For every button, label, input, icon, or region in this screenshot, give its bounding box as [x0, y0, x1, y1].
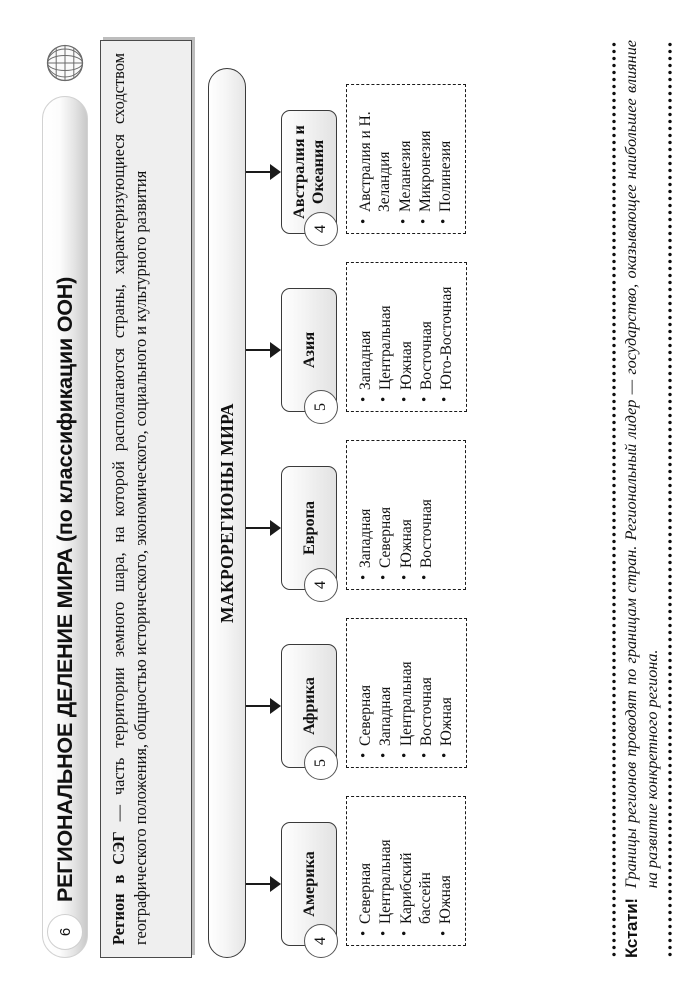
page-title: РЕГИОНАЛЬНОЕ ДЕЛЕНИЕ МИРА (по классифика…	[52, 276, 77, 902]
arrow-icon	[270, 342, 281, 358]
connector-stem	[246, 526, 272, 529]
branch-sublist: Австралия и Н. Зеландия Меланезия Микрон…	[346, 84, 467, 234]
list-item: Юго-Восточная	[437, 268, 456, 402]
list-item: Центральная	[397, 624, 416, 758]
list-item: Австралия и Н. Зеландия	[356, 90, 395, 224]
branch-label: Азия	[299, 331, 318, 369]
definition-box: Регион в СЭГ — часть территории земного …	[100, 40, 192, 958]
branch-evropa: Европа 4 Западная Северная Южная Восточн…	[246, 424, 608, 602]
page-number: 6	[47, 914, 83, 950]
list-item: Северная	[376, 446, 395, 580]
arrow-icon	[270, 164, 281, 180]
list-item: Карибский бассейн	[397, 802, 436, 936]
branch-label: Европа	[299, 500, 318, 556]
definition-text: — часть территории земного шара, на кото…	[109, 53, 151, 945]
connector-stem	[246, 704, 272, 707]
list-item: Западная	[376, 624, 395, 758]
branch-count-badge: 4	[304, 568, 338, 602]
branch-count-badge: 4	[304, 212, 338, 246]
list-item: Полинезия	[436, 90, 455, 224]
list-item: Южная	[436, 802, 455, 936]
arrow-icon	[270, 520, 281, 536]
definition-term: Регион в СЭГ	[109, 831, 128, 945]
branch-count-badge: 4	[304, 924, 338, 958]
dotted-divider-bottom	[668, 40, 673, 958]
branch-afrika: Африка 5 Северная Западная Центральная В…	[246, 602, 608, 780]
branch-sublist: Западная Центральная Южная Восточная Юго…	[346, 262, 468, 412]
footnote-body: Кстати! Границы регионов проводят по гра…	[616, 40, 668, 958]
branch-count-badge: 5	[304, 390, 338, 424]
list-item: Восточная	[417, 268, 436, 402]
footnote-title: Кстати!	[622, 898, 641, 958]
page-header: 6 РЕГИОНАЛЬНОЕ ДЕЛЕНИЕ МИРА (по классифи…	[42, 40, 88, 958]
diagram-branches: Америка 4 Северная Центральная Карибский…	[246, 68, 608, 958]
branch-amerika: Америка 4 Северная Центральная Карибский…	[246, 780, 608, 958]
arrow-icon	[270, 698, 281, 714]
list-item: Восточная	[417, 446, 436, 580]
diagram-title: МАКРОРЕГИОНЫ МИРА	[216, 403, 237, 623]
branch-sublist: Западная Северная Южная Восточная	[346, 440, 466, 590]
branch-count-badge: 5	[304, 746, 338, 780]
list-item: Северная	[356, 624, 375, 758]
branch-sublist: Северная Центральная Карибский бассейн Ю…	[346, 796, 467, 946]
list-item: Западная	[356, 446, 375, 580]
list-item: Южная	[397, 446, 416, 580]
list-item: Южная	[437, 624, 456, 758]
footnote-text: Границы регионов проводят по границам ст…	[622, 40, 662, 889]
list-item: Центральная	[376, 268, 395, 402]
macroregions-diagram: МАКРОРЕГИОНЫ МИРА Америка 4 Северная Цен…	[208, 40, 608, 958]
list-item: Восточная	[417, 624, 436, 758]
branch-aziya: Азия 5 Западная Центральная Южная Восточ…	[246, 246, 608, 424]
arrow-icon	[270, 876, 281, 892]
list-item: Центральная	[376, 802, 395, 936]
globe-icon	[42, 40, 88, 86]
footnote-section: Кстати! Границы регионов проводят по гра…	[612, 40, 678, 958]
branch-sublist: Северная Западная Центральная Восточная …	[346, 618, 468, 768]
branch-avstraliya-okeaniya: Австралия и Океания 4 Австралия и Н. Зел…	[246, 68, 608, 246]
connector-stem	[246, 348, 272, 351]
branch-label: Африка	[299, 677, 318, 735]
list-item: Микронезия	[416, 90, 435, 224]
diagram-spine: МАКРОРЕГИОНЫ МИРА	[208, 68, 246, 958]
list-item: Западная	[356, 268, 375, 402]
connector-stem	[246, 882, 272, 885]
list-item: Южная	[397, 268, 416, 402]
list-item: Меланезия	[396, 90, 415, 224]
connector-stem	[246, 170, 272, 173]
branch-label: Америка	[299, 851, 318, 917]
list-item: Северная	[356, 802, 375, 936]
